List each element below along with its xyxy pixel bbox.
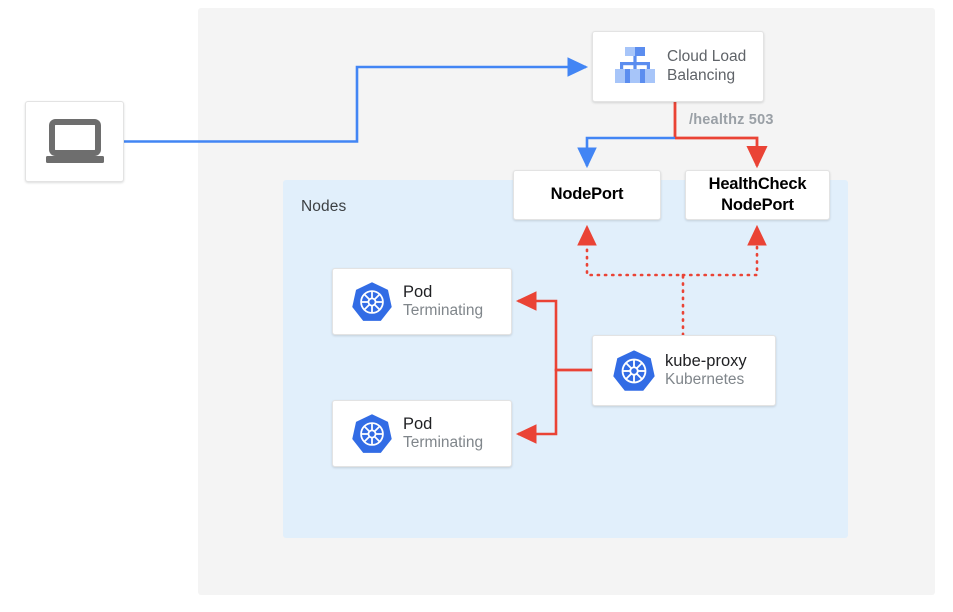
kube-proxy-title: kube-proxy — [665, 351, 747, 370]
nodeport-node[interactable]: NodePort — [513, 170, 661, 220]
nodes-region-label: Nodes — [301, 198, 347, 215]
nodeport-content: NodePort — [514, 171, 660, 219]
pod1-text: Pod Terminating — [403, 282, 483, 321]
client-node[interactable] — [25, 101, 124, 182]
pod1-icon-wrap — [341, 271, 403, 333]
pod2-subtitle: Terminating — [403, 434, 484, 452]
healthz-edge-label: /healthz 503 — [689, 112, 774, 128]
pod2-title: Pod — [403, 414, 433, 433]
kube-proxy-content: kube-proxy Kubernetes — [603, 336, 775, 405]
load-balancer-text: Cloud Load Balancing — [667, 48, 746, 86]
load-balancer-icon-wrap — [603, 35, 667, 99]
client-icon-wrap — [26, 102, 123, 181]
kube-proxy-text: kube-proxy Kubernetes — [665, 351, 747, 390]
laptop-icon — [45, 118, 104, 163]
cloud-load-balancing-node[interactable]: Cloud Load Balancing — [592, 31, 764, 102]
load-balancer-title-line2: Balancing — [667, 66, 736, 84]
pod2-content: Pod Terminating — [341, 401, 511, 466]
pod1-title: Pod — [403, 282, 433, 301]
kube-proxy-node[interactable]: kube-proxy Kubernetes — [592, 335, 776, 406]
pod1-subtitle: Terminating — [403, 302, 484, 320]
kubernetes-icon — [613, 349, 655, 391]
healthcheck-nodeport-content: HealthCheck NodePort — [686, 171, 829, 219]
healthcheck-nodeport-label-line2: NodePort — [721, 196, 794, 214]
kubernetes-icon — [352, 413, 392, 453]
nodeport-label: NodePort — [550, 185, 624, 204]
pod-node-1[interactable]: Pod Terminating — [332, 268, 512, 335]
kube-proxy-subtitle: Kubernetes — [665, 371, 745, 389]
load-balancer-content: Cloud Load Balancing — [603, 32, 763, 101]
kube-proxy-icon-wrap — [603, 340, 665, 402]
pod-node-2[interactable]: Pod Terminating — [332, 400, 512, 467]
healthcheck-nodeport-node[interactable]: HealthCheck NodePort — [685, 170, 830, 220]
healthcheck-nodeport-label: HealthCheck NodePort — [709, 174, 807, 217]
healthcheck-nodeport-label-line1: HealthCheck — [708, 174, 807, 193]
kubernetes-icon — [352, 281, 392, 321]
cloud-load-balancing-icon — [615, 46, 655, 83]
pod2-icon-wrap — [341, 403, 403, 465]
pod1-content: Pod Terminating — [341, 269, 511, 334]
load-balancer-title-line1: Cloud Load — [667, 47, 747, 65]
pod2-text: Pod Terminating — [403, 414, 483, 453]
